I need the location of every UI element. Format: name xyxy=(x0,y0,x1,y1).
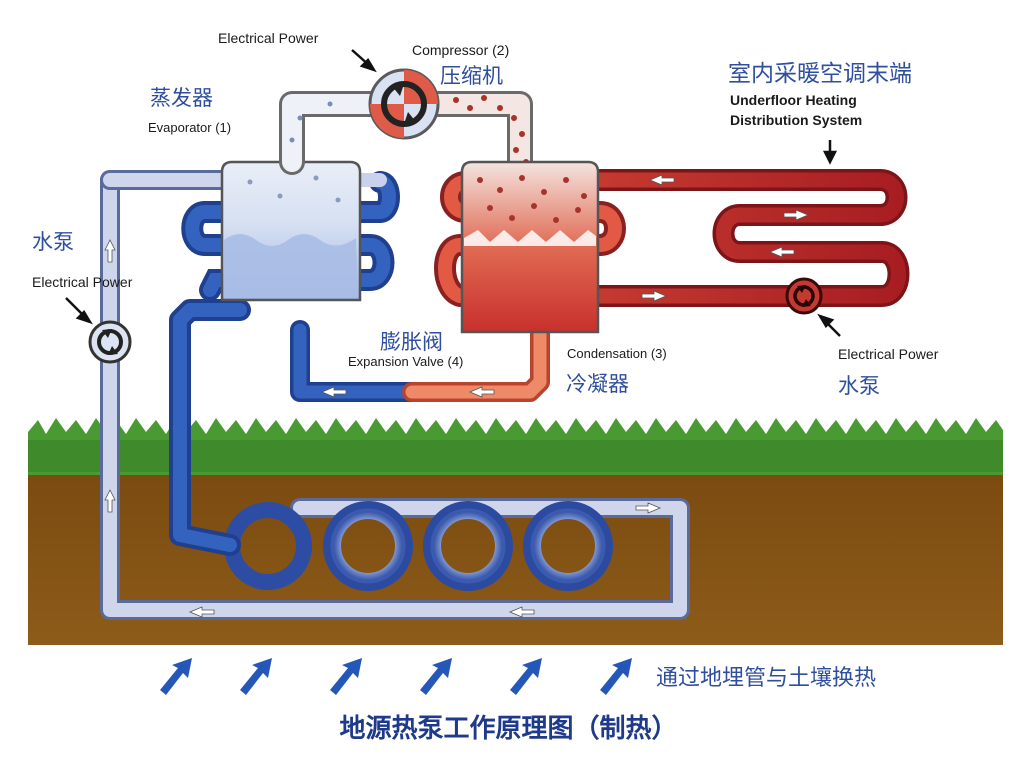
indoor-heating-loop xyxy=(489,169,910,307)
expansion-valve-label-zh: 膨胀阀 xyxy=(380,330,443,354)
evaporator-label-en: Evaporator (1) xyxy=(148,120,232,135)
pump-right-icon xyxy=(785,277,823,315)
compressor-icon xyxy=(368,68,440,140)
compressor-label-en: Compressor (2) xyxy=(412,42,510,58)
electrical-power-label-left: Electrical Power xyxy=(32,274,133,290)
pump-left-icon xyxy=(88,320,132,364)
compressor-label-zh: 压缩机 xyxy=(440,64,503,88)
ground-exchange-label: 通过地埋管与土壤换热 xyxy=(656,666,877,691)
condenser-coil xyxy=(434,171,626,307)
pump-left-label-zh: 水泵 xyxy=(32,230,74,254)
ground-heat-arrow-icon xyxy=(160,658,632,695)
condenser-tank xyxy=(460,160,600,334)
condenser-label-zh: 冷凝器 xyxy=(566,372,629,396)
evaporator-tank xyxy=(220,160,362,302)
underfloor-label-line1: Underfloor Heating xyxy=(730,92,857,108)
evaporator-label-zh: 蒸发器 xyxy=(150,86,213,110)
electrical-power-label-top: Electrical Power xyxy=(218,30,319,46)
flow-arrows xyxy=(104,174,810,618)
indoor-terminal-label-zh: 室内采暖空调末端 xyxy=(728,61,912,87)
electrical-power-label-right: Electrical Power xyxy=(838,346,939,362)
pointer-arrows xyxy=(65,49,841,337)
cold-pipe xyxy=(169,299,251,556)
underfloor-label-line2: Distribution System xyxy=(730,112,863,128)
diagram-title: 地源热泵工作原理图（制热） xyxy=(339,714,678,744)
pump-right-label-zh: 水泵 xyxy=(838,374,880,398)
discharge-line xyxy=(425,91,533,183)
expansion-valve-label-en: Expansion Valve (4) xyxy=(348,354,464,369)
suction-line xyxy=(279,91,385,175)
condensation-label-en: Condensation (3) xyxy=(567,346,667,361)
